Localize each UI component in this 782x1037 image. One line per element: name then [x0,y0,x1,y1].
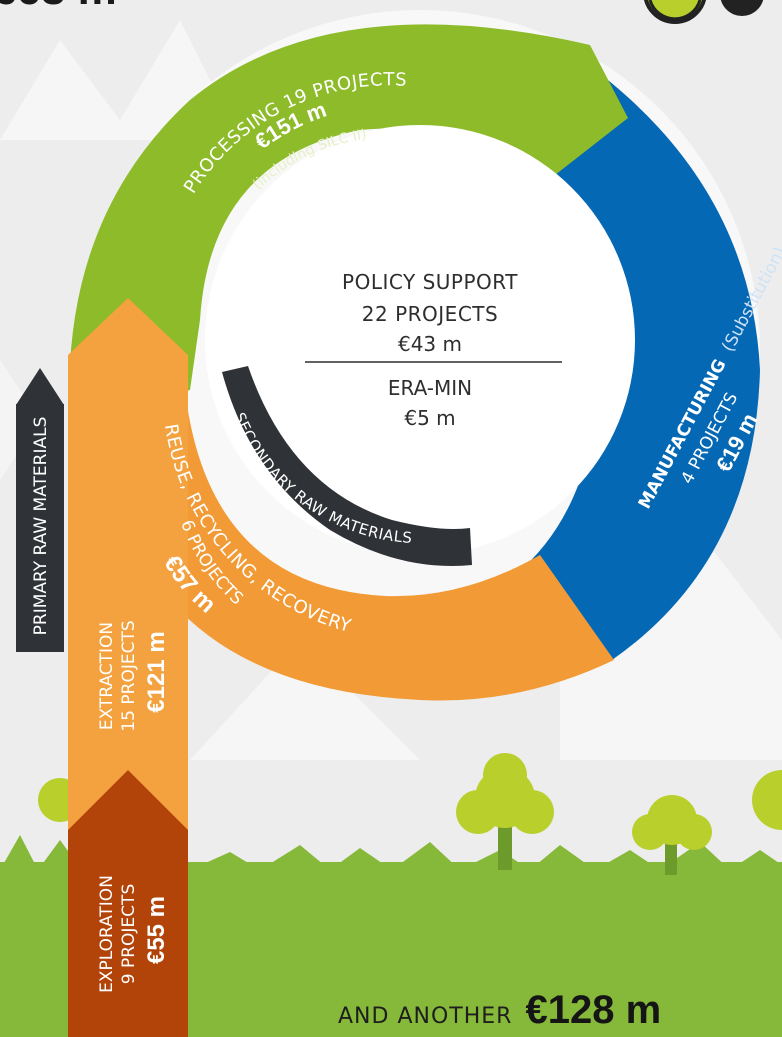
footer-prefix: AND ANOTHER [338,1004,513,1029]
exploration-projects: 9 PROJECTS [119,884,139,984]
exploration-title: EXPLORATION [97,875,117,993]
secondary-arc [222,366,472,566]
extraction-column [68,298,188,840]
logo-icon [644,0,764,24]
eramin-title: ERA-MIN [387,376,473,400]
footer-amount: €128 m [525,988,662,1032]
recycling-segment [170,390,614,701]
policy-projects: 22 PROJECTS [361,302,499,326]
tree-right [632,795,712,875]
primary-arrow [16,368,64,652]
primary-label: PRIMARY RAW MATERIALS [31,417,51,636]
extraction-amount: €121 m [143,631,170,712]
policy-title: POLICY SUPPORT [342,270,518,294]
tree-left [456,753,554,870]
extraction-title: EXTRACTION [97,622,117,730]
processing-segment [69,24,629,421]
exploration-column [68,770,188,1037]
policy-amount: €43 m [397,332,462,356]
footer-line: AND ANOTHER €128 m [338,988,661,1033]
center-circle [205,125,635,555]
exploration-amount: €55 m [143,896,170,964]
extraction-projects: 15 PROJECTS [119,620,139,731]
total-fragment: €63 m [0,0,117,14]
eramin-amount: €5 m [404,406,456,430]
